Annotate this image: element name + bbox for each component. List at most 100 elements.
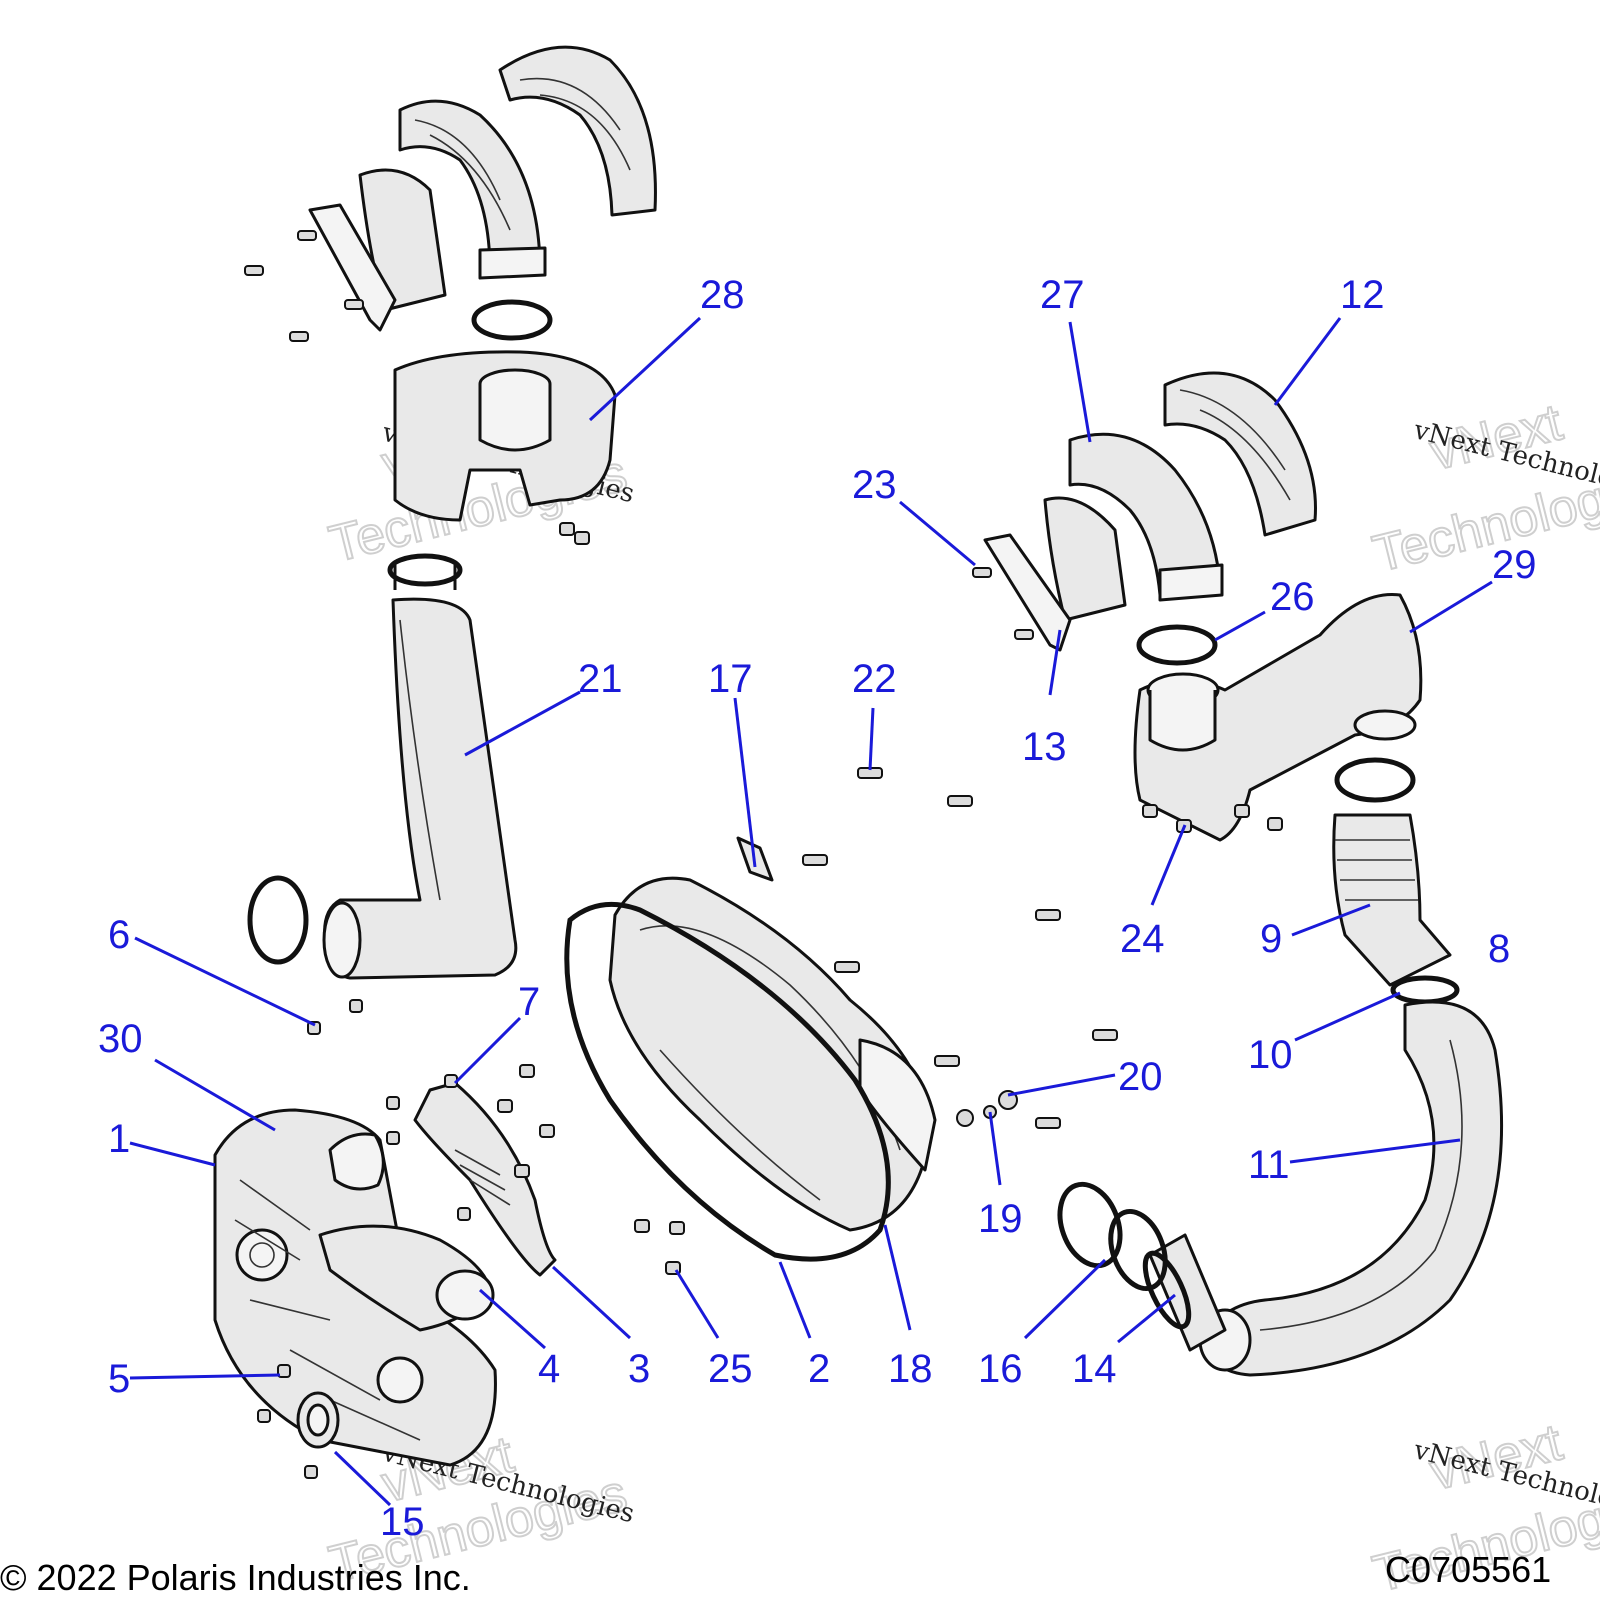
leader-19 — [988, 1111, 1002, 1186]
leader-18 — [883, 1224, 912, 1331]
callout-21: 21 — [578, 657, 623, 701]
leader-lines — [129, 316, 1493, 1507]
screw-icon — [514, 1164, 530, 1178]
screw-icon — [307, 1021, 321, 1035]
callout-13: 13 — [1022, 725, 1067, 769]
callout-3: 3 — [628, 1347, 650, 1391]
leader-2 — [778, 1261, 812, 1339]
callout-17: 17 — [708, 657, 753, 701]
callout-9: 9 — [1260, 917, 1282, 961]
callout-4: 4 — [538, 1347, 560, 1391]
callout-2: 2 — [808, 1347, 830, 1391]
screw-icon — [934, 1055, 960, 1067]
leader-17 — [733, 697, 757, 868]
callout-5: 5 — [108, 1357, 130, 1401]
leader-6 — [134, 936, 316, 1027]
callout-23: 23 — [852, 463, 897, 507]
callout-11: 11 — [1248, 1143, 1290, 1187]
screw-icon — [834, 961, 860, 973]
screw-icon — [1234, 804, 1250, 818]
nut-icon — [559, 522, 575, 536]
clutch-outer-cover-18 — [608, 876, 937, 1232]
left-intake-duct-upper — [244, 45, 657, 590]
leader-27 — [1068, 321, 1092, 443]
nut-icon — [574, 531, 590, 545]
leader-20 — [1007, 1073, 1116, 1097]
screw-icon — [1014, 629, 1034, 640]
screw-icon — [386, 1131, 400, 1145]
leader-4 — [479, 1288, 546, 1350]
screw-icon — [244, 265, 264, 276]
right-intake-duct-upper — [972, 371, 1504, 1377]
screw-icon — [344, 299, 364, 310]
screw-icon — [669, 1221, 685, 1235]
screw-icon — [497, 1099, 513, 1113]
screw-icon — [289, 331, 309, 342]
screw-icon — [802, 854, 828, 866]
screw-icon — [634, 1219, 650, 1233]
leader-13 — [1048, 629, 1062, 696]
leader-22 — [868, 707, 875, 771]
callout-28: 28 — [700, 273, 745, 317]
leader-7 — [453, 1016, 522, 1085]
leader-23 — [899, 500, 976, 567]
callout-15: 15 — [380, 1500, 425, 1544]
screw-icon — [257, 1409, 271, 1423]
screw-icon — [539, 1124, 555, 1138]
copyright-text: © 2022 Polaris Industries Inc. — [0, 1557, 471, 1598]
leader-10 — [1294, 991, 1401, 1042]
leader-28 — [588, 316, 702, 422]
callout-19: 19 — [978, 1197, 1023, 1241]
callout-labels: 28 27 12 23 26 29 21 17 22 13 24 9 8 10 … — [98, 273, 1537, 1544]
callout-12: 12 — [1340, 273, 1385, 317]
callout-29: 29 — [1492, 543, 1537, 587]
callout-24: 24 — [1120, 917, 1165, 961]
callout-25: 25 — [708, 1347, 753, 1391]
leader-25 — [674, 1269, 720, 1339]
callout-1: 1 — [108, 1117, 130, 1161]
screw-icon — [297, 230, 317, 241]
callout-16: 16 — [978, 1347, 1023, 1391]
leader-5 — [129, 1373, 281, 1380]
leader-29 — [1409, 580, 1493, 634]
leader-11 — [1289, 1138, 1461, 1164]
screw-icon — [519, 1064, 535, 1078]
callout-10: 10 — [1248, 1033, 1293, 1077]
leader-3 — [551, 1265, 632, 1340]
seal-strip-3 — [413, 1081, 557, 1277]
leader-15 — [333, 1450, 392, 1507]
leader-24 — [1150, 824, 1187, 906]
screw-icon — [277, 1364, 291, 1378]
screw-icon — [1092, 1029, 1118, 1041]
screw-icon — [349, 999, 363, 1013]
leader-16 — [1023, 1258, 1107, 1340]
screw-icon — [304, 1465, 318, 1479]
leader-9 — [1291, 903, 1371, 937]
callout-20: 20 — [1118, 1055, 1163, 1099]
screw-icon — [1035, 909, 1061, 921]
callout-27: 27 — [1040, 273, 1085, 317]
figure-id: C0705561 — [1385, 1549, 1551, 1590]
screw-icon — [457, 1207, 471, 1221]
leader-14 — [1117, 1293, 1176, 1344]
screw-icon — [386, 1096, 400, 1110]
screw-icon — [972, 567, 992, 578]
screw-icon — [947, 795, 973, 807]
nut-icon — [1267, 817, 1283, 831]
nut-icon — [956, 1109, 974, 1127]
watermark-group: vNext Technologies vNext Technologies vN… — [323, 392, 1600, 1600]
leader-21 — [464, 690, 581, 757]
callout-18: 18 — [888, 1347, 933, 1391]
callout-22: 22 — [852, 657, 897, 701]
left-duct-tube-21 — [322, 597, 518, 980]
callout-14: 14 — [1072, 1347, 1117, 1391]
screw-icon — [1035, 1117, 1061, 1129]
callout-7: 7 — [518, 980, 540, 1024]
callout-30: 30 — [98, 1017, 143, 1061]
leader-30 — [154, 1058, 276, 1132]
callout-8: 8 — [1488, 927, 1510, 971]
nut-icon — [1142, 804, 1158, 818]
callout-6: 6 — [108, 913, 130, 957]
